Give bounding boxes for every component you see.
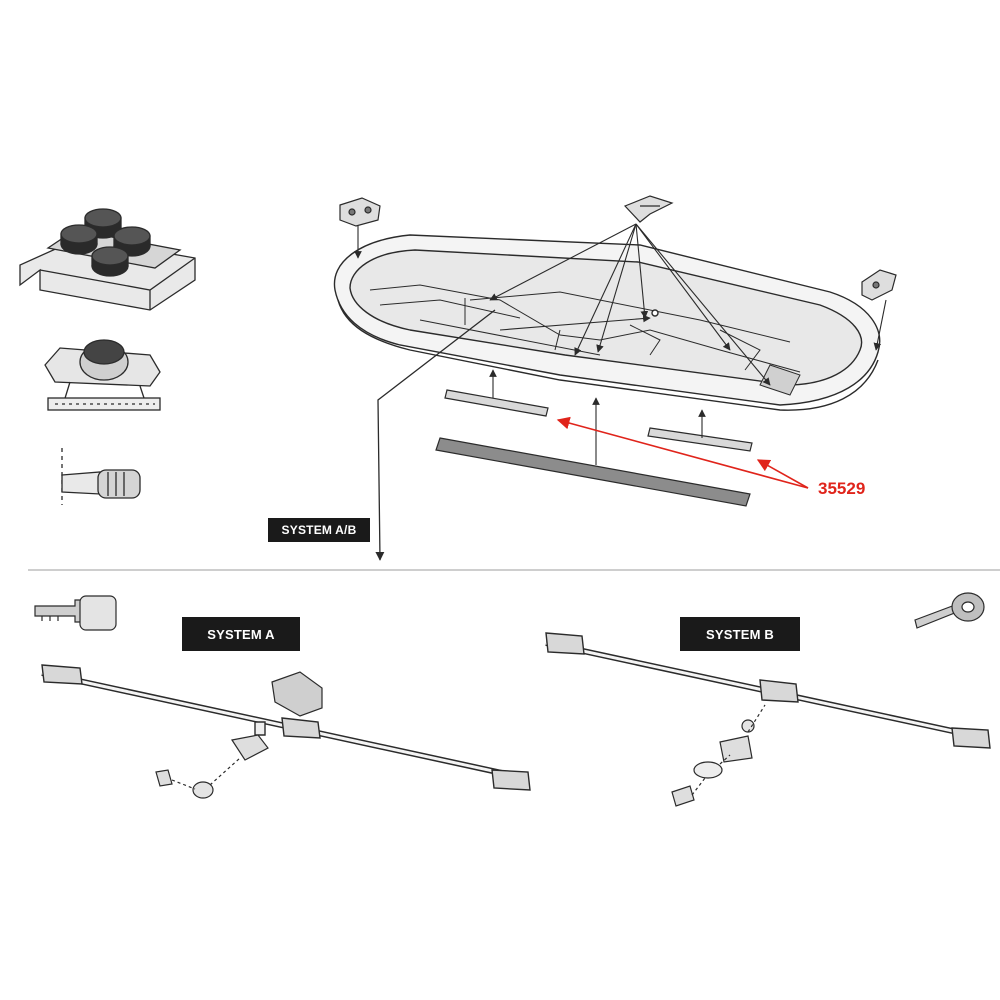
lock-cylinder-icon <box>671 704 766 807</box>
mounting-bar-icon <box>545 632 991 749</box>
hinge-bracket-icon <box>339 197 381 227</box>
strip-arrows <box>489 369 706 465</box>
mounting-bar-icon <box>41 664 531 791</box>
lock-cylinder-icon <box>155 671 323 799</box>
system-a-label: SYSTEM A <box>182 617 300 651</box>
system-ab-arrow <box>375 309 496 561</box>
center-bracket-icon <box>623 195 674 223</box>
strap-buckle-icon <box>61 448 141 505</box>
short-rail-strip-icon <box>647 427 753 452</box>
part-number-callout: 35529 <box>818 479 866 498</box>
key-icon <box>914 592 985 629</box>
system-b-label: SYSTEM B <box>680 617 800 651</box>
system-ab-label: SYSTEM A/B <box>268 518 370 542</box>
long-rail-strip-icon <box>435 437 751 507</box>
side-bracket-icon <box>861 269 897 301</box>
key-icon <box>34 595 117 631</box>
bracket-arrows <box>354 223 887 386</box>
short-rail-strip-icon <box>444 389 549 417</box>
single-knob-clamp-icon <box>44 339 161 411</box>
multi-knob-clamp-icon <box>19 208 196 311</box>
callout-arrows <box>556 416 809 489</box>
